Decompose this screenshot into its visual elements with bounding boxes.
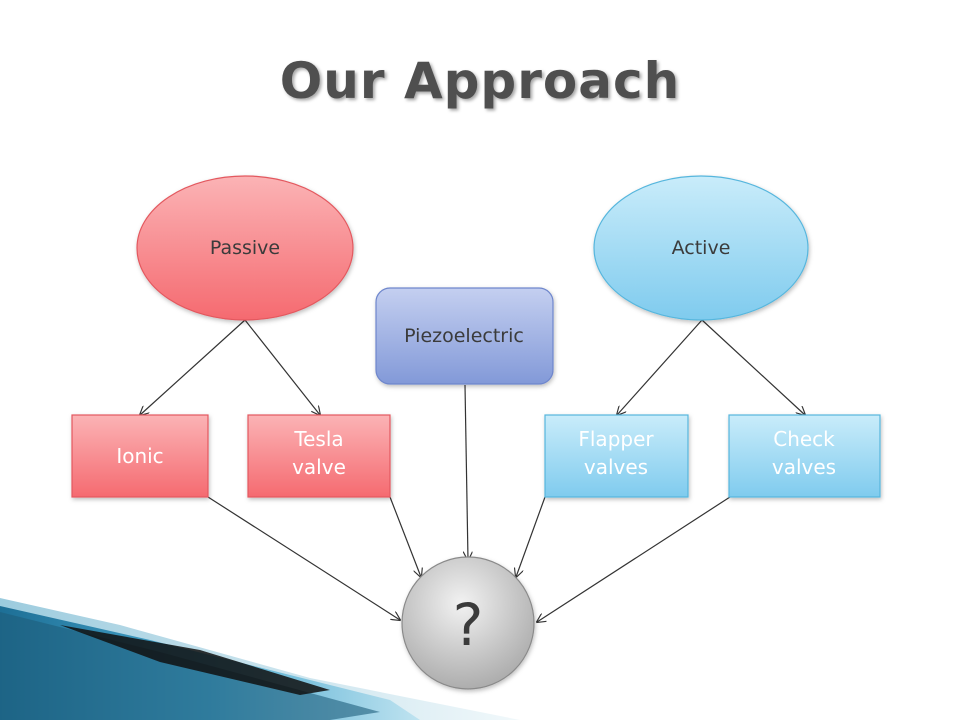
node-check-valves: Check valves	[728, 414, 881, 498]
node-ionic: Ionic	[71, 414, 209, 498]
edge-check-unknown	[537, 496, 731, 622]
edge-tesla-unknown	[389, 496, 421, 577]
slide-title: Our Approach	[279, 52, 681, 110]
node-active: Active	[593, 175, 809, 321]
decorative-swoosh	[0, 598, 520, 720]
node-piezoelectric-label: Piezoelectric	[404, 325, 524, 347]
edge-piezo-unknown	[465, 384, 468, 560]
node-unknown-label: ?	[453, 591, 484, 659]
node-flapper-label-line1: Flapper	[578, 427, 654, 451]
node-unknown: ?	[401, 556, 535, 690]
edge-passive-ionic	[140, 319, 246, 415]
edge-active-flapper	[617, 319, 703, 415]
edge-active-check	[701, 319, 805, 415]
node-flapper-valves: Flapper valves	[544, 414, 689, 498]
node-flapper-label-line2: valves	[584, 455, 648, 479]
node-tesla-label-line2: valve	[292, 455, 346, 479]
node-ionic-label: Ionic	[116, 444, 163, 468]
node-tesla-label-line1: Tesla	[293, 427, 343, 451]
node-passive: Passive	[136, 175, 354, 321]
node-active-label: Active	[672, 237, 731, 259]
node-check-label-line2: valves	[772, 455, 836, 479]
connectors	[140, 319, 805, 622]
node-tesla-valve: Tesla valve	[247, 414, 391, 498]
edge-passive-tesla	[244, 319, 320, 415]
node-check-label-line1: Check	[773, 427, 835, 451]
node-passive-label: Passive	[210, 237, 280, 259]
node-piezoelectric: Piezoelectric	[375, 287, 554, 385]
edge-ionic-unknown	[207, 496, 400, 620]
edge-flapper-unknown	[516, 496, 546, 577]
